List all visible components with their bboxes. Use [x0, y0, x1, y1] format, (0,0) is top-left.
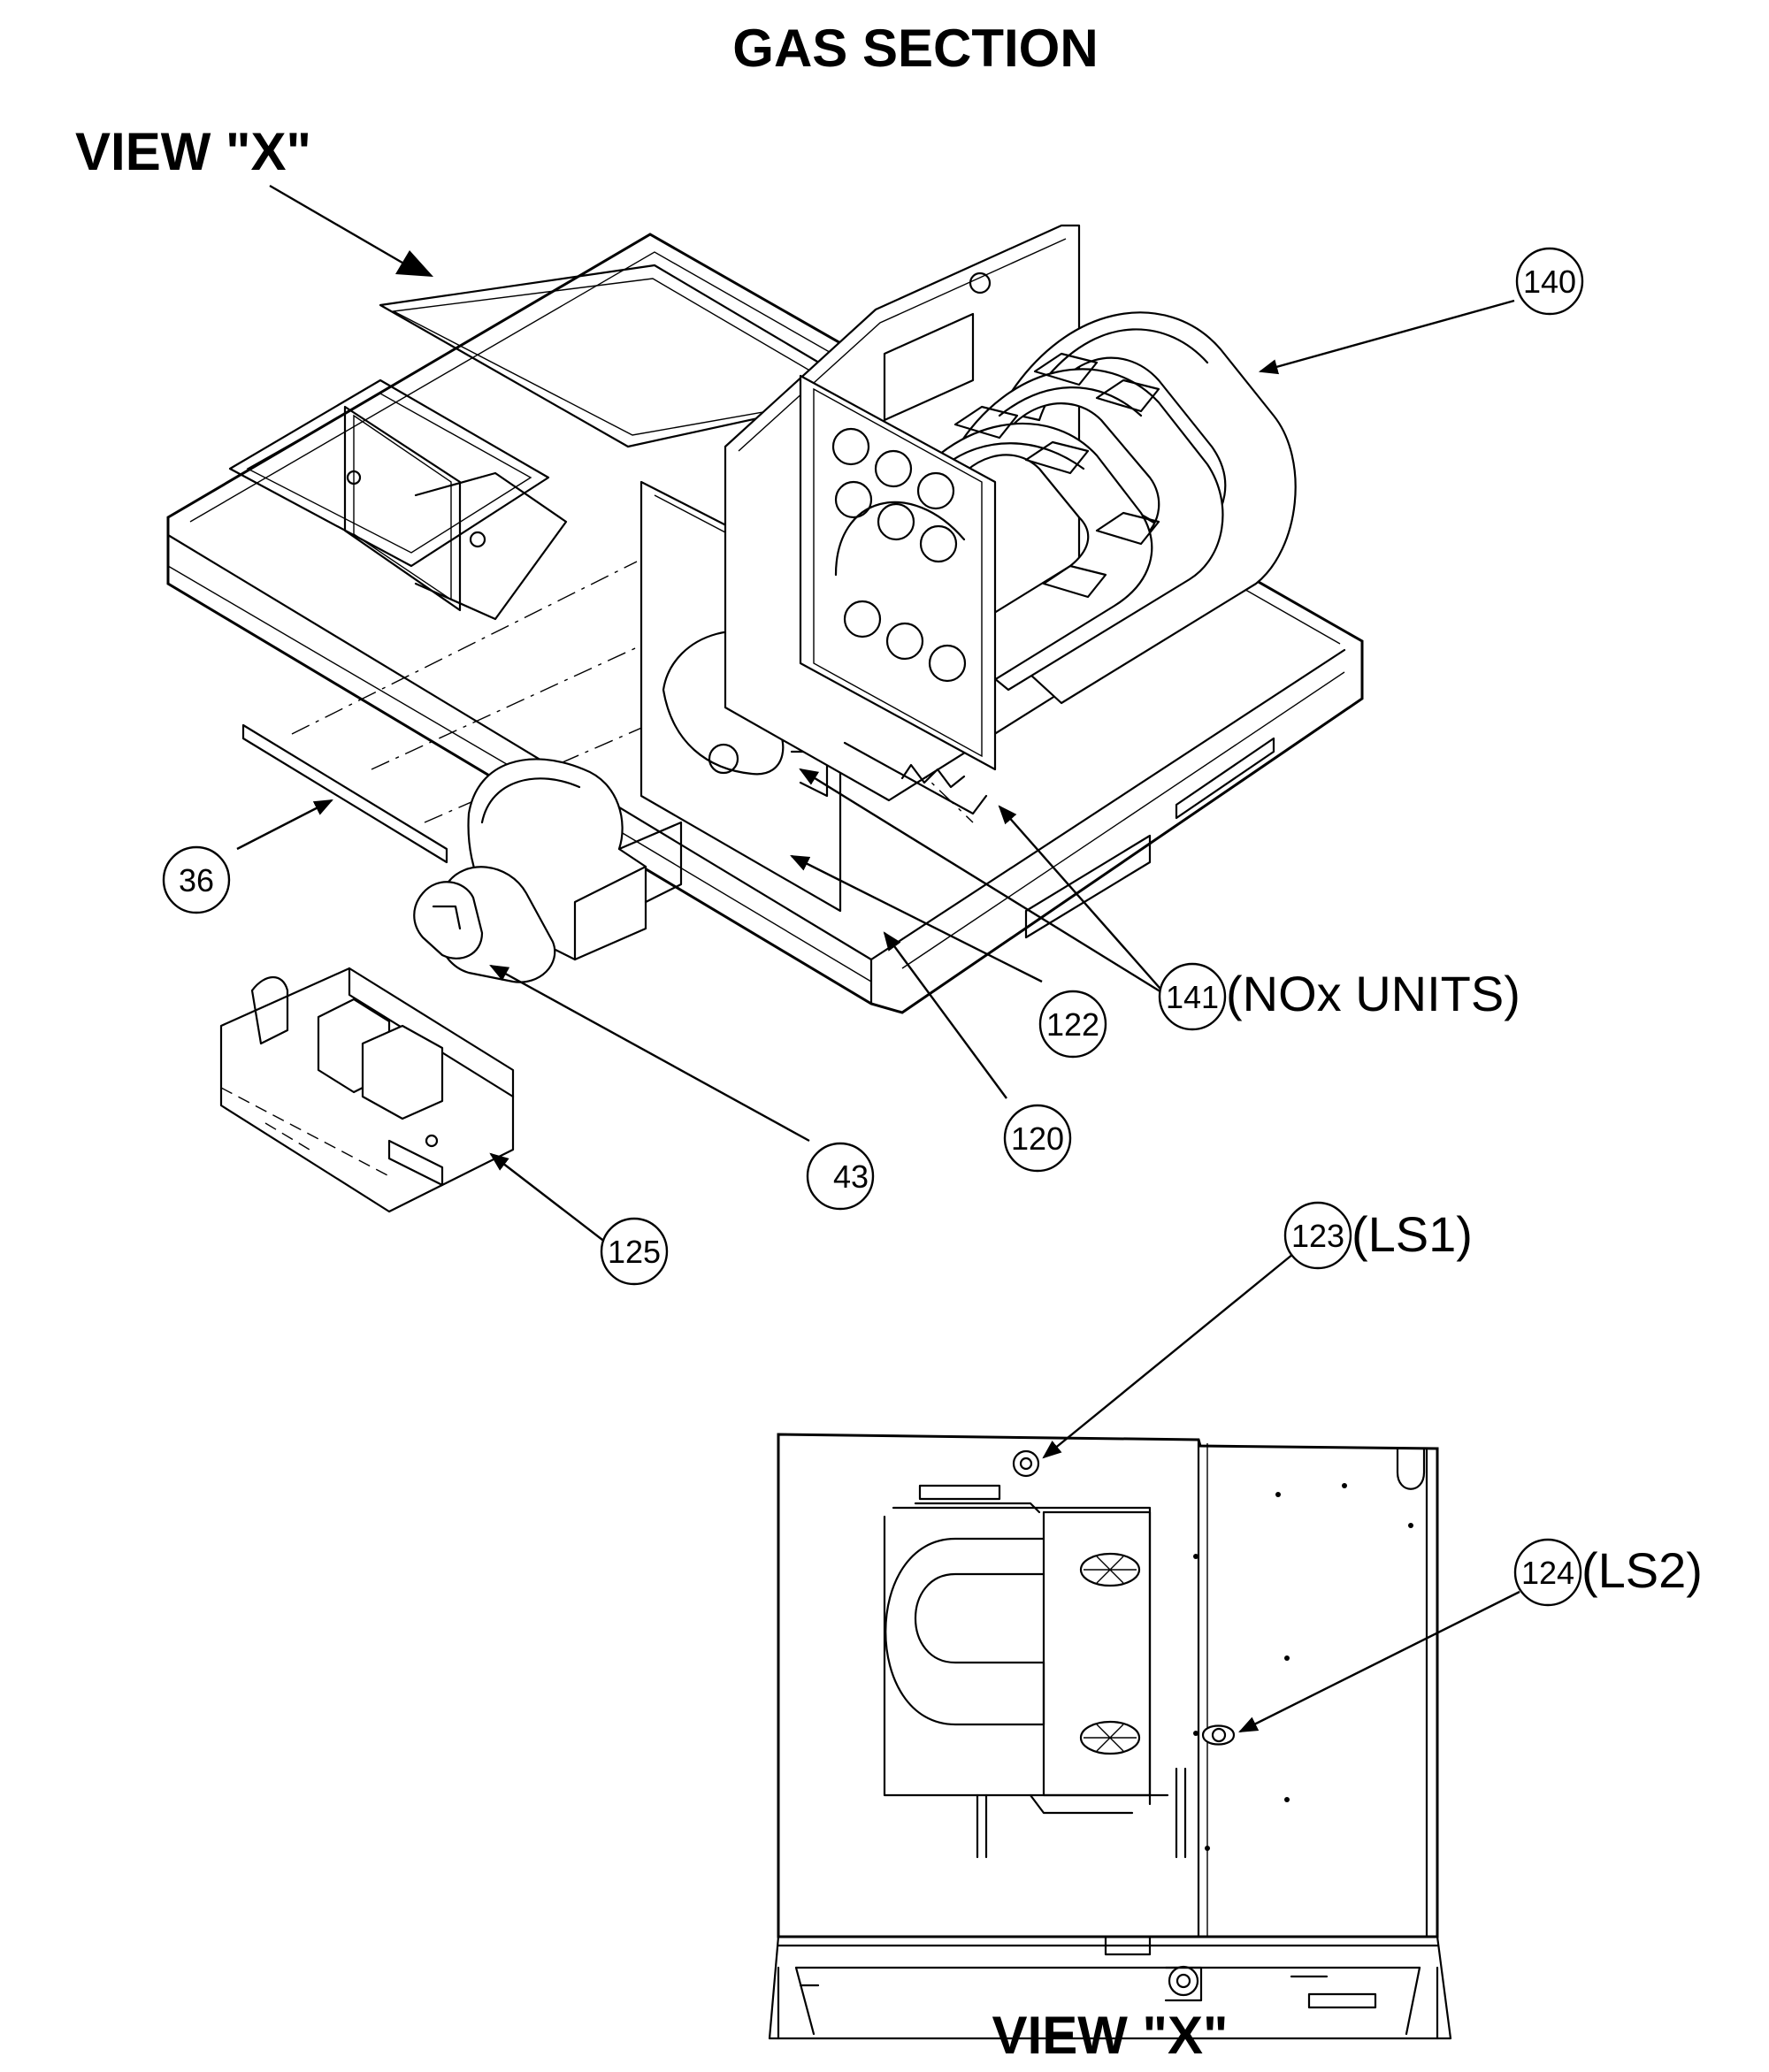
view-direction-arrow	[269, 184, 433, 277]
svg-text:43: 43	[833, 1158, 869, 1195]
callout-123-suffix: (LS1)	[1352, 1206, 1473, 1262]
callout-141: 141 (NOx UNITS)	[1158, 962, 1520, 1031]
view-x-label-bottom: VIEW "X"	[992, 2006, 1229, 2065]
gas-valve-part-125	[219, 967, 515, 1213]
limit-switch-ls2	[1201, 1724, 1236, 1746]
heat-exchanger-part-140	[900, 311, 1297, 705]
callout-124: 124 (LS2)	[1513, 1538, 1703, 1607]
callout-120: 120	[1003, 1104, 1072, 1173]
svg-text:140: 140	[1523, 264, 1576, 300]
svg-text:124: 124	[1521, 1555, 1574, 1591]
limit-switch-ls1	[1012, 1449, 1040, 1478]
page-title: GAS SECTION	[732, 19, 1098, 78]
callout-141-suffix: (NOx UNITS)	[1226, 966, 1520, 1021]
svg-text:120: 120	[1011, 1120, 1064, 1157]
leader-lines	[236, 299, 1520, 1733]
callout-36: 36	[162, 845, 231, 914]
callout-123: 123 (LS1)	[1283, 1201, 1473, 1270]
svg-text:122: 122	[1046, 1006, 1099, 1043]
view-x-label-top: VIEW "X"	[75, 122, 311, 181]
heat-shield-part-36	[241, 723, 448, 864]
svg-text:123: 123	[1291, 1218, 1344, 1254]
callout-43: 43	[806, 1142, 875, 1211]
view-x-elevation	[768, 1433, 1452, 2040]
tube-sheet	[799, 374, 997, 815]
callout-140: 140	[1515, 247, 1584, 316]
callout-122: 122	[1038, 990, 1107, 1059]
svg-text:125: 125	[608, 1234, 661, 1270]
svg-text:141: 141	[1166, 979, 1219, 1015]
inducer-blower-part-43	[413, 758, 683, 983]
callout-124-suffix: (LS2)	[1581, 1542, 1703, 1598]
callout-125: 125	[600, 1217, 669, 1286]
svg-text:36: 36	[179, 862, 214, 898]
